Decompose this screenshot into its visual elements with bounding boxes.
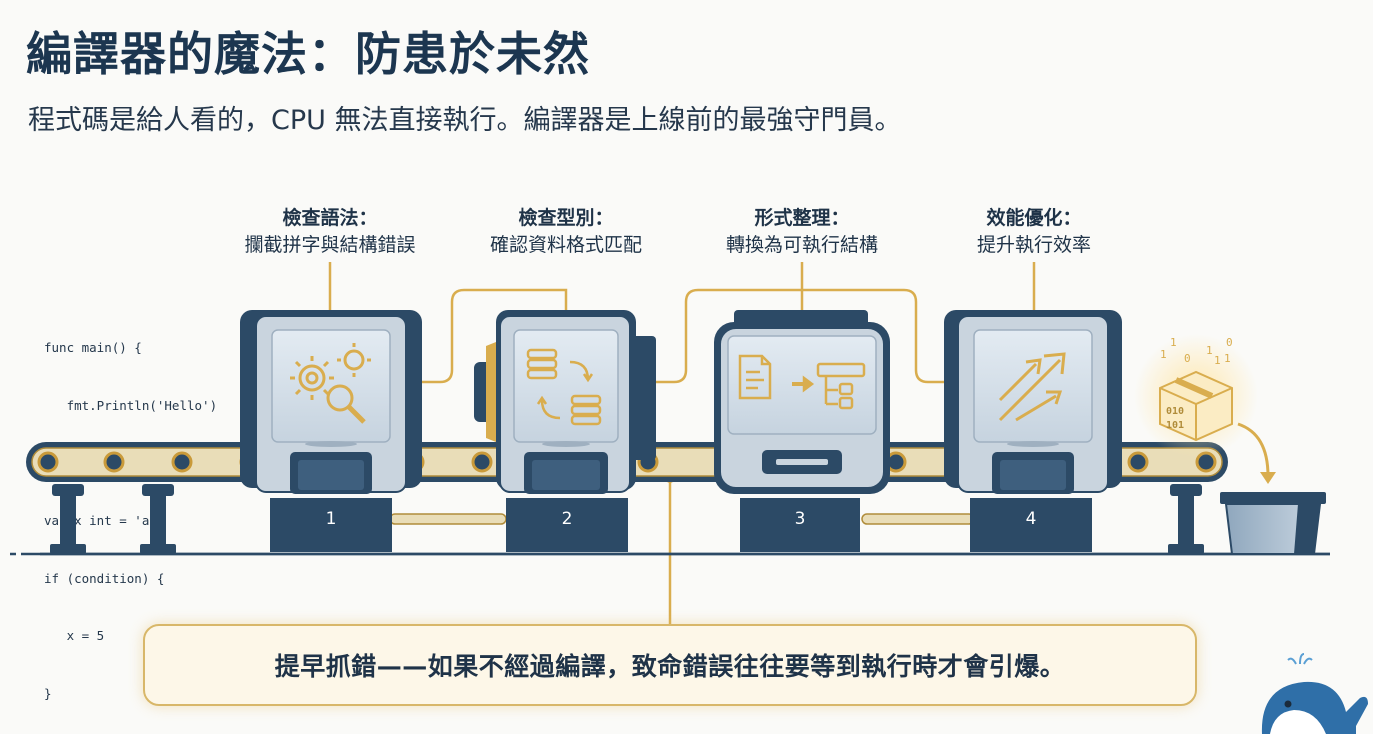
station-3 [714,310,890,552]
stage-label-2: 檢查型別： 確認資料格式匹配 [446,205,686,259]
data-stacks-swap-icon [526,348,602,426]
station-number: 3 [795,509,806,529]
station-4 [944,310,1122,552]
stage-description: 轉換為可執行結構 [725,234,878,256]
station-number: 4 [1026,509,1037,529]
svg-text:1: 1 [1224,352,1231,365]
code-line: } [44,685,52,701]
stage-label-1: 檢查語法： 攔截拼字與結構錯誤 [210,205,450,259]
callout-banner: 提早抓錯——如果不經過編譯，致命錯誤往往要等到執行時才會引爆。 [143,624,1197,706]
code-line: fmt.Println('Hello') [44,398,218,413]
binary-package: 1 0 1 1 0 1 1 010 101 [1134,334,1258,458]
page-title: 編譯器的魔法：防患於未然 [26,27,590,81]
page-subtitle: 程式碼是給人看的，CPU 無法直接執行。編譯器是上線前的最強守門員。 [28,105,902,136]
conveyor-legs [50,484,1204,554]
code-line: if (condition) { [44,570,165,586]
svg-text:010: 010 [1166,406,1184,417]
stage-description: 確認資料格式匹配 [489,234,642,256]
connector-lines [328,262,1036,624]
svg-text:1: 1 [1170,336,1177,349]
station-numbers: 1 2 3 4 [326,509,1037,529]
stage-description: 攔截拼字與結構錯誤 [244,234,416,256]
speed-arrows-icon [998,352,1066,422]
drop-arrow-head [1260,472,1276,484]
code-line: x = 5 [44,628,105,644]
stage-label-3: 形式整理： 轉換為可執行結構 [682,205,922,259]
stage-heading: 形式整理： [754,207,850,229]
stage-label-4: 效能優化： 提升執行效率 [914,205,1154,259]
base-rods [389,513,975,525]
binary-bits: 1 0 1 1 0 1 1 [1160,336,1233,367]
svg-text:0: 0 [1226,336,1233,349]
connector-line [408,288,568,384]
collection-bin [1220,492,1326,555]
station-1 [240,310,422,552]
stage-heading: 效能優化： [986,207,1082,229]
svg-text:101: 101 [1166,420,1184,431]
gears-magnifier-icon [290,343,371,424]
svg-text:1: 1 [1214,354,1221,367]
stage-description: 提升執行效率 [976,234,1091,256]
drop-arrow [1237,422,1270,477]
svg-text:1: 1 [1206,344,1213,357]
station-number: 2 [562,509,573,529]
svg-text:0: 0 [1184,352,1191,365]
svg-text:1: 1 [1160,348,1167,361]
document-to-structure-icon [738,354,866,410]
whale-mascot-icon [1261,653,1368,734]
stage-heading: 檢查語法： [282,207,378,229]
station-number: 1 [326,509,337,529]
stage-heading: 檢查型別： [518,207,614,229]
station-2 [474,310,656,552]
code-line: func main() { [44,340,142,356]
